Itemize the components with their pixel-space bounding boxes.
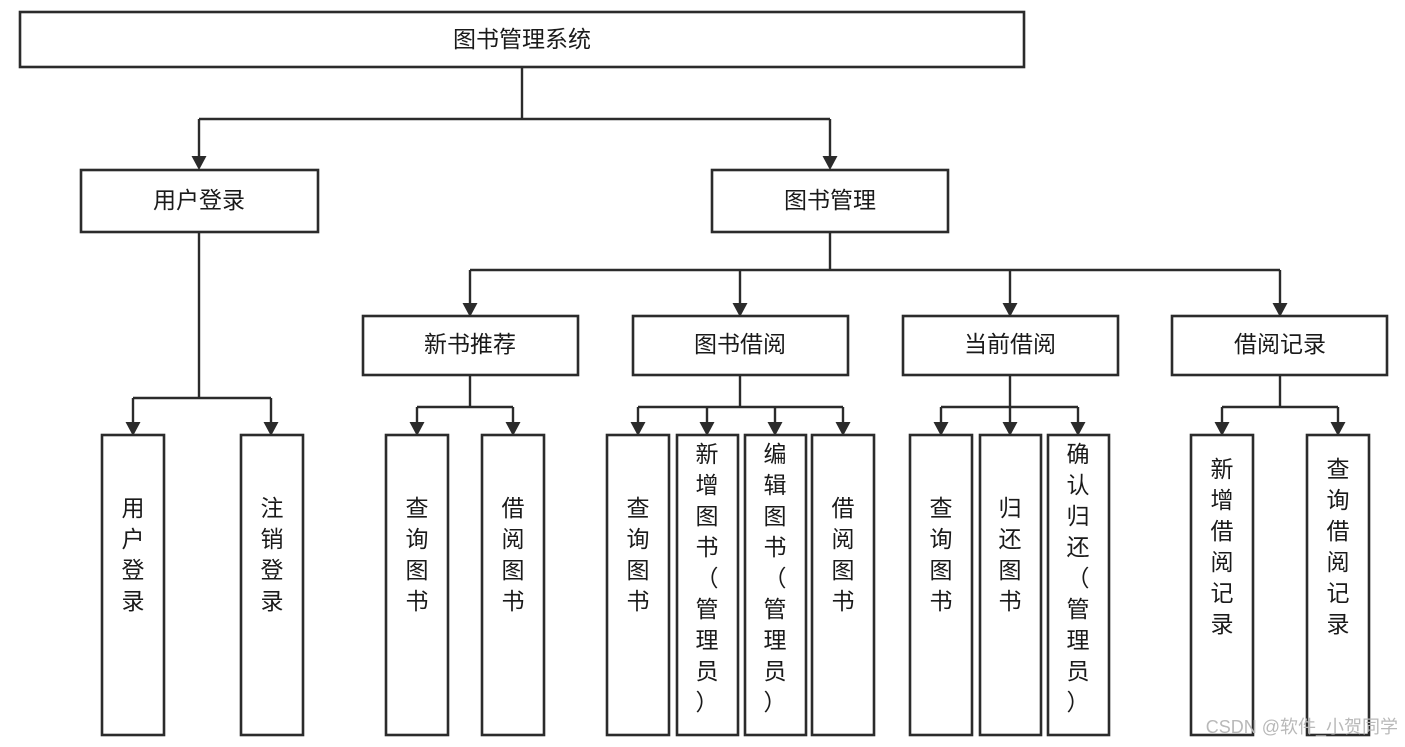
node-root[interactable]: 图书管理系统 bbox=[18, 10, 1026, 69]
node-leaf-borrow-book-2[interactable]: 借阅图书 bbox=[810, 433, 876, 737]
node-leaf-return-book-box[interactable] bbox=[978, 433, 1043, 737]
node-leaf-user-login-label: 用户登录 bbox=[122, 495, 145, 614]
node-leaf-add-record[interactable]: 新增借阅记录 bbox=[1189, 433, 1255, 737]
node-current-borrow-label: 当前借阅 bbox=[964, 331, 1056, 357]
node-leaf-query-book-3-label: 查询图书 bbox=[930, 495, 953, 614]
node-current-borrow[interactable]: 当前借阅 bbox=[901, 314, 1120, 377]
node-leaf-add-book-box[interactable] bbox=[675, 433, 740, 737]
node-leaf-query-record-label: 查询借阅记录 bbox=[1327, 456, 1350, 637]
node-book-management[interactable]: 图书管理 bbox=[710, 168, 950, 234]
node-leaf-user-logout[interactable]: 注销登录 bbox=[239, 433, 305, 737]
connectors-user-login-leaves bbox=[125, 232, 279, 436]
node-root-label: 图书管理系统 bbox=[453, 26, 591, 52]
node-new-book-recommend[interactable]: 新书推荐 bbox=[361, 314, 580, 377]
node-user-login-label: 用户登录 bbox=[153, 187, 245, 213]
node-leaf-user-login[interactable]: 用户登录 bbox=[100, 433, 166, 737]
node-leaf-query-book-2-label: 查询图书 bbox=[627, 495, 650, 614]
arrow-icon-root-to-user-login bbox=[191, 156, 207, 170]
node-leaf-borrow-book-1[interactable]: 借阅图书 bbox=[480, 433, 546, 737]
node-current-borrow-box[interactable] bbox=[901, 314, 1120, 377]
node-leaf-borrow-book-2-box[interactable] bbox=[810, 433, 876, 737]
node-book-management-box[interactable] bbox=[710, 168, 950, 234]
node-leaf-return-book[interactable]: 归还图书 bbox=[978, 433, 1043, 737]
node-leaf-user-logout-box[interactable] bbox=[239, 433, 305, 737]
node-leaf-edit-book-box[interactable] bbox=[743, 433, 808, 737]
node-leaf-borrow-book-1-label: 借阅图书 bbox=[502, 495, 525, 614]
node-leaf-add-record-label: 新增借阅记录 bbox=[1211, 456, 1234, 637]
connectors-current-borrow-leaves bbox=[933, 375, 1086, 436]
node-leaf-add-book-label: 新增图书（管理员） bbox=[696, 441, 719, 715]
node-leaf-borrow-book-1-box[interactable] bbox=[480, 433, 546, 737]
node-leaf-query-book-3[interactable]: 查询图书 bbox=[908, 433, 974, 737]
node-leaf-confirm-return-label: 确认归还（管理员） bbox=[1067, 441, 1090, 715]
node-leaf-confirm-return-box[interactable] bbox=[1046, 433, 1111, 737]
node-user-login[interactable]: 用户登录 bbox=[79, 168, 320, 234]
connectors-book-management-level bbox=[462, 232, 1288, 317]
node-leaf-add-book[interactable]: 新增图书（管理员） bbox=[675, 433, 740, 737]
node-leaf-query-record[interactable]: 查询借阅记录 bbox=[1305, 433, 1371, 737]
node-leaf-query-book-1[interactable]: 查询图书 bbox=[384, 433, 450, 737]
node-root-box[interactable] bbox=[18, 10, 1026, 69]
csdn-watermark: CSDN @软件_小贺同学 bbox=[1206, 717, 1398, 738]
node-book-borrow-box[interactable] bbox=[631, 314, 850, 377]
node-leaf-confirm-return[interactable]: 确认归还（管理员） bbox=[1046, 433, 1111, 737]
node-leaf-query-book-2-box[interactable] bbox=[605, 433, 671, 737]
node-leaf-query-book-1-box[interactable] bbox=[384, 433, 450, 737]
node-borrow-record-box[interactable] bbox=[1170, 314, 1389, 377]
node-leaf-user-login-box[interactable] bbox=[100, 433, 166, 737]
node-new-book-recommend-label: 新书推荐 bbox=[424, 331, 516, 357]
node-user-login-box[interactable] bbox=[79, 168, 320, 234]
node-borrow-record[interactable]: 借阅记录 bbox=[1170, 314, 1389, 377]
node-book-borrow-label: 图书借阅 bbox=[694, 331, 786, 357]
node-leaf-user-logout-label: 注销登录 bbox=[261, 495, 284, 614]
node-book-management-label: 图书管理 bbox=[784, 187, 876, 213]
node-new-book-recommend-box[interactable] bbox=[361, 314, 580, 377]
node-leaf-query-book-1-label: 查询图书 bbox=[406, 495, 429, 614]
connectors-book-borrow-leaves bbox=[630, 375, 851, 436]
node-leaf-query-book-3-box[interactable] bbox=[908, 433, 974, 737]
connectors-borrow-record-leaves bbox=[1214, 375, 1346, 436]
node-borrow-record-label: 借阅记录 bbox=[1234, 331, 1326, 357]
node-leaf-query-book-2[interactable]: 查询图书 bbox=[605, 433, 671, 737]
node-leaf-add-record-box[interactable] bbox=[1189, 433, 1255, 737]
connectors-root-level bbox=[191, 67, 838, 170]
connectors-new-book-leaves bbox=[409, 375, 521, 436]
arrow-icon-root-to-book-management bbox=[822, 156, 838, 170]
node-leaf-edit-book[interactable]: 编辑图书（管理员） bbox=[743, 433, 808, 737]
node-leaf-return-book-label: 归还图书 bbox=[999, 495, 1022, 614]
node-leaf-borrow-book-2-label: 借阅图书 bbox=[832, 495, 855, 614]
node-leaf-query-record-box[interactable] bbox=[1305, 433, 1371, 737]
node-book-borrow[interactable]: 图书借阅 bbox=[631, 314, 850, 377]
node-leaf-edit-book-label: 编辑图书（管理员） bbox=[764, 441, 787, 715]
